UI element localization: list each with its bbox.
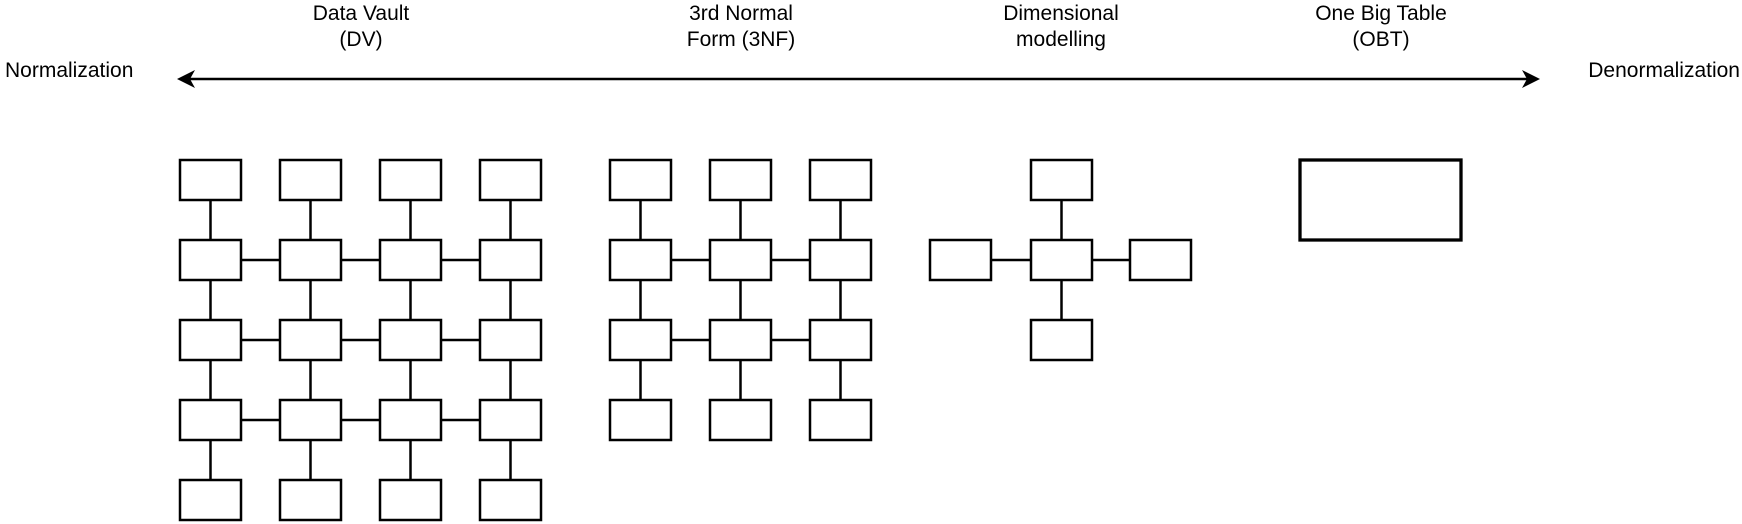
denormalization-axis-label: Denormalization [1588, 59, 1740, 82]
data-vault-table-box [378, 318, 443, 362]
data-vault-table-box [478, 318, 543, 362]
label-one-big-table: One Big Table (OBT) [1315, 1, 1447, 53]
data-vault-table-box [478, 238, 543, 282]
label-third-normal-form-line2: Form (3NF) [686, 28, 796, 51]
data-vault-table-box [478, 478, 543, 522]
label-one-big-table-line1: One Big Table [1315, 2, 1447, 25]
third-normal-form-table-box [608, 398, 673, 442]
dimensional-modelling-table-box [1029, 238, 1094, 282]
data-vault-table-box [278, 238, 343, 282]
normalization-axis-label: Normalization [5, 59, 134, 82]
data-vault-table-box [178, 398, 243, 442]
label-data-vault: Data Vault (DV) [313, 1, 410, 53]
data-vault-table-box [178, 158, 243, 202]
data-vault-table-box [178, 478, 243, 522]
data-vault-table-box [278, 318, 343, 362]
right-arrowhead-icon [1522, 70, 1540, 88]
label-data-vault-line2: (DV) [339, 28, 383, 51]
label-one-big-table-line2: (OBT) [1352, 28, 1410, 51]
third-normal-form-table-box [608, 318, 673, 362]
dimensional-modelling-table-box [1029, 158, 1094, 202]
data-vault-table-box [378, 238, 443, 282]
label-dimensional-modelling-line2: modelling [1016, 28, 1106, 51]
dimensional-modelling-table-box [1128, 238, 1193, 282]
one-big-table-table-box [1298, 158, 1463, 242]
data-vault-table-box [378, 158, 443, 202]
dimensional-modelling-table-box [1029, 318, 1094, 362]
data-vault-table-box [178, 318, 243, 362]
label-data-vault-line1: Data Vault [312, 2, 410, 25]
label-dimensional-modelling: Dimensional modelling [1003, 1, 1119, 53]
third-normal-form-table-box [808, 238, 873, 282]
left-arrowhead-icon [177, 70, 195, 88]
data-vault-table-box [378, 398, 443, 442]
label-dimensional-modelling-line1: Dimensional [1003, 2, 1119, 25]
dimensional-modelling-table-box [928, 238, 993, 282]
data-vault-table-box [278, 158, 343, 202]
third-normal-form-table-box [708, 398, 773, 442]
third-normal-form-table-box [708, 238, 773, 282]
third-normal-form-table-box [608, 238, 673, 282]
third-normal-form-table-box [808, 158, 873, 202]
third-normal-form-table-box [708, 318, 773, 362]
third-normal-form-table-box [708, 158, 773, 202]
data-vault-table-box [378, 478, 443, 522]
data-vault-table-box [478, 158, 543, 202]
data-vault-table-box [278, 398, 343, 442]
data-vault-table-box [278, 478, 343, 522]
third-normal-form-table-box [808, 398, 873, 442]
label-third-normal-form: 3rd Normal Form (3NF) [687, 1, 796, 53]
third-normal-form-table-box [808, 318, 873, 362]
data-vault-table-box [478, 398, 543, 442]
label-third-normal-form-line1: 3rd Normal [689, 2, 793, 25]
data-vault-table-box [178, 238, 243, 282]
third-normal-form-table-box [608, 158, 673, 202]
